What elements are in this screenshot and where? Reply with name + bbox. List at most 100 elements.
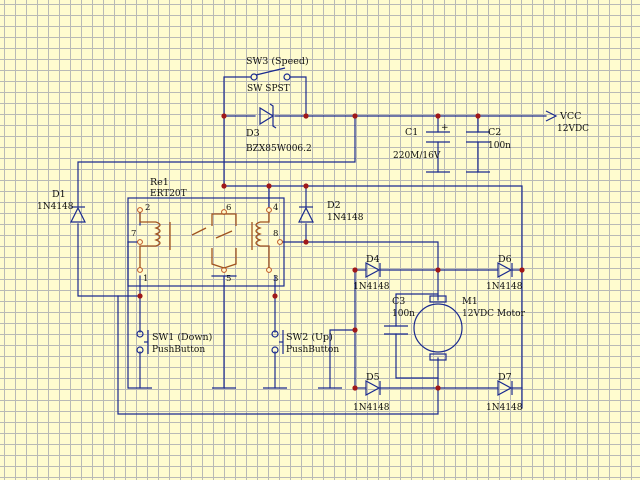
c1-value: 220M/16V bbox=[393, 151, 441, 161]
d5-diode: D5 1N4148 bbox=[353, 372, 390, 413]
motor-brush bbox=[429, 353, 447, 361]
relay-pin bbox=[266, 207, 272, 213]
d7-body bbox=[497, 379, 513, 397]
relay-contact-arm bbox=[191, 227, 207, 236]
relay-pin-label: 2 bbox=[145, 203, 150, 213]
wire-right-rail bbox=[223, 185, 523, 409]
relay-outline bbox=[127, 197, 285, 287]
d1-diode: D1 1N4148 bbox=[37, 189, 86, 223]
d7-diode: D7 1N4148 bbox=[486, 372, 523, 413]
relay-coil-left bbox=[154, 221, 161, 247]
relay-pin bbox=[137, 267, 143, 273]
d7-value: 1N4148 bbox=[486, 403, 523, 413]
relay-pin bbox=[137, 239, 143, 245]
d2-diode: D2 1N4148 bbox=[298, 200, 364, 223]
sw3-switch: SW3 (Speed) SW SPST bbox=[246, 56, 309, 94]
sw1-contact bbox=[136, 330, 144, 338]
d5-value: 1N4148 bbox=[353, 403, 390, 413]
relay-contact-arm bbox=[215, 230, 233, 239]
relay-re1: Re1 ERT20T 2 6 4 7 8 1 5 3 bbox=[127, 177, 285, 287]
sw2-contact bbox=[271, 346, 279, 354]
motor-ref: M1 bbox=[462, 296, 478, 307]
sw1-ref: SW1 (Down) bbox=[152, 332, 212, 343]
relay-pin-label: 1 bbox=[143, 274, 148, 284]
c2-value: 100n bbox=[488, 141, 511, 151]
sw2-contact bbox=[271, 330, 279, 338]
motor-body bbox=[413, 303, 463, 353]
c3-value: 100n bbox=[392, 309, 415, 319]
junction bbox=[266, 183, 272, 189]
sw3-ref: SW3 (Speed) bbox=[246, 56, 309, 67]
junction bbox=[352, 267, 358, 273]
wire-pin8 bbox=[279, 241, 439, 271]
relay-contact-lead bbox=[224, 213, 237, 226]
d4-value: 1N4148 bbox=[353, 282, 390, 292]
d3-body bbox=[259, 106, 275, 126]
relay-pin-label: 3 bbox=[273, 274, 278, 284]
relay-coil-lead bbox=[260, 245, 270, 268]
relay-ref: Re1 bbox=[150, 177, 169, 188]
d7-ref: D7 bbox=[498, 372, 512, 383]
sw1-contact bbox=[136, 346, 144, 354]
sw2-pushbutton: SW2 (Up) PushButton bbox=[271, 330, 339, 355]
relay-pin bbox=[137, 207, 143, 213]
c2-ref: C2 bbox=[488, 127, 501, 138]
c3-ref: C3 bbox=[392, 296, 405, 307]
vcc-ref: VCC bbox=[559, 111, 581, 122]
d2-ref: D2 bbox=[327, 200, 341, 211]
wire-sw3-right bbox=[289, 76, 307, 117]
junction bbox=[519, 267, 525, 273]
d5-ref: D5 bbox=[366, 372, 380, 383]
d4-diode: D4 1N4148 bbox=[353, 254, 390, 292]
motor-value: 12VDC Motor bbox=[462, 309, 526, 319]
junction bbox=[352, 385, 358, 391]
junction bbox=[435, 385, 441, 391]
relay-pin bbox=[221, 267, 227, 273]
junction bbox=[352, 113, 358, 119]
wire-bottom-return bbox=[117, 295, 439, 415]
sw1-value: PushButton bbox=[152, 345, 205, 355]
junction bbox=[221, 183, 227, 189]
d4-body bbox=[365, 261, 381, 279]
d6-value: 1N4148 bbox=[486, 282, 523, 292]
relay-pin-label: 6 bbox=[226, 203, 231, 213]
d2-body bbox=[298, 206, 314, 223]
sw1-pushbutton: SW1 (Down) PushButton bbox=[136, 330, 212, 355]
c3-capacitor: C3 100n bbox=[384, 296, 415, 335]
c1-capacitor: + C1 220M/16V bbox=[393, 123, 450, 173]
wire-d1-top bbox=[77, 115, 356, 207]
motor-brush bbox=[429, 295, 447, 303]
relay-coil-lead bbox=[139, 212, 156, 223]
sw3-contact bbox=[283, 73, 291, 81]
junction bbox=[435, 113, 441, 119]
d6-body bbox=[497, 261, 513, 279]
junction bbox=[352, 327, 358, 333]
d1-value: 1N4148 bbox=[37, 202, 74, 212]
sw2-ref: SW2 (Up) bbox=[286, 332, 333, 343]
junction bbox=[475, 113, 481, 119]
relay-pin-label: 5 bbox=[226, 274, 231, 284]
wire-d1-bottom bbox=[77, 223, 141, 333]
wire-gnd-link bbox=[329, 329, 356, 389]
vcc-terminal: VCC 12VDC bbox=[545, 110, 589, 134]
d1-body bbox=[70, 206, 86, 223]
junction bbox=[137, 293, 143, 299]
junction bbox=[303, 183, 309, 189]
relay-pin bbox=[277, 239, 283, 245]
junctions bbox=[137, 113, 525, 391]
relay-pin-label: 8 bbox=[273, 229, 278, 239]
vcc-value: 12VDC bbox=[557, 124, 589, 134]
sw3-value: SW SPST bbox=[247, 84, 290, 94]
relay-pin bbox=[266, 267, 272, 273]
d4-ref: D4 bbox=[366, 254, 380, 265]
sw2-value: PushButton bbox=[286, 345, 339, 355]
c2-capacitor: C2 100n bbox=[466, 127, 511, 173]
d3-zener-diode: D3 BZX85W006.2 bbox=[246, 103, 312, 154]
junction bbox=[272, 293, 278, 299]
c1-ref: C1 bbox=[405, 127, 418, 138]
relay-coil-right bbox=[255, 221, 262, 247]
wire-sw3-left bbox=[223, 76, 252, 117]
relay-contact-lead bbox=[211, 248, 225, 269]
c1-polarity: + bbox=[441, 123, 449, 133]
